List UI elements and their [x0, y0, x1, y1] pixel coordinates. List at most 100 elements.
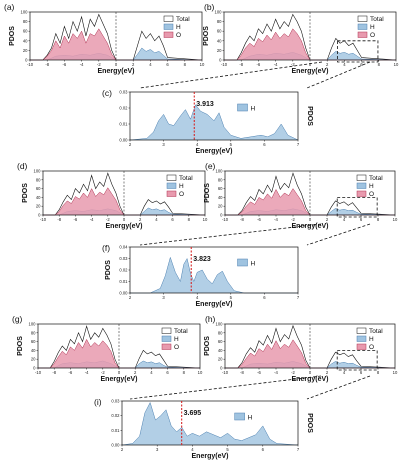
zoom-connector-b-left — [139, 61, 323, 89]
y-tick-b-0: 0 — [219, 58, 222, 63]
legend-swatch-h-0 — [356, 327, 367, 334]
legend-label-a-1: H — [176, 24, 181, 31]
y-tick-e-3: 60 — [218, 186, 223, 191]
x-tick-e-6: 2 — [326, 217, 329, 222]
x-tick-a-5: 0 — [115, 62, 118, 67]
x-tick-h-6: 2 — [326, 370, 329, 375]
legend-label-e-0: Total — [369, 175, 383, 182]
y-tick-h-0: 0 — [220, 366, 223, 371]
legend-swatch-h-1 — [356, 335, 367, 342]
x-tick-f-1: 3 — [162, 295, 165, 300]
x-tick-d-9: 8 — [188, 217, 191, 222]
x-tick-a-1: -8 — [45, 62, 49, 67]
y-tick-a-5: 100 — [21, 10, 29, 15]
x-tick-h-7: 4 — [343, 370, 346, 375]
x-tick-h-2: -6 — [257, 370, 261, 375]
x-tick-e-10: 10 — [393, 217, 398, 222]
x-tick-d-5: 0 — [123, 217, 126, 222]
x-axis-label-c: Energy(eV) — [196, 148, 233, 155]
x-tick-c-2: 4 — [196, 142, 199, 147]
series-o-line-g — [38, 338, 200, 369]
y-axis-label-h: PDOS — [204, 336, 211, 356]
y-tick-i-2: 0.02 — [111, 413, 120, 418]
y-tick-a-3: 60 — [23, 29, 28, 34]
panel-label-g: (g) — [12, 314, 23, 324]
series-total-line-a — [30, 13, 203, 61]
x-tick-h-4: -2 — [291, 370, 295, 375]
y-axis-label-g: PDOS — [17, 336, 24, 356]
x-tick-b-1: -8 — [239, 62, 243, 67]
x-axis-label-d: Energy(eV) — [106, 223, 143, 230]
legend-swatch-a-0 — [163, 15, 174, 22]
zoom-connector-e-left — [139, 223, 322, 246]
zoom-connectors — [129, 61, 371, 400]
x-tick-d-10: 10 — [203, 217, 208, 222]
y-tick-f-1: 0.01 — [119, 279, 128, 284]
panel-label-i: (i) — [94, 397, 102, 407]
x-tick-i-3: 5 — [226, 447, 229, 452]
x-tick-h-0: -10 — [222, 370, 229, 375]
y-tick-g-0: 0 — [33, 366, 36, 371]
x-tick-g-1: -8 — [52, 370, 56, 375]
series-h-line-i — [121, 401, 299, 446]
y-tick-a-4: 80 — [23, 19, 28, 24]
x-tick-a-3: -4 — [80, 62, 84, 67]
legend-label-g-2: O — [174, 344, 179, 351]
series-o-area-h — [225, 339, 395, 368]
series-total-line-h — [225, 324, 396, 369]
x-tick-e-2: -6 — [257, 217, 261, 222]
x-tick-h-3: -4 — [274, 370, 278, 375]
legend-label-d-0: Total — [179, 175, 193, 182]
y-axis-label-c: PDOS — [306, 106, 313, 126]
x-tick-d-6: 2 — [139, 217, 142, 222]
x-tick-f-3: 5 — [230, 295, 233, 300]
series-o-area-b — [224, 28, 396, 60]
y-axis-label-b: PDOS — [203, 26, 210, 46]
y-tick-i-3: 0.03 — [111, 399, 120, 404]
x-tick-e-4: -2 — [291, 217, 295, 222]
x-tick-a-9: 8 — [184, 62, 187, 67]
x-tick-b-8: 6 — [360, 62, 363, 67]
fermi-annotation-i: 3.695 — [184, 410, 202, 417]
x-tick-i-0: 2 — [121, 447, 124, 452]
y-tick-a-2: 40 — [23, 38, 28, 43]
x-tick-f-4: 6 — [263, 295, 266, 300]
series-o-line-e — [225, 188, 395, 216]
legend-swatch-b-0 — [357, 15, 368, 22]
y-tick-c-3: 0.03 — [119, 90, 128, 95]
x-tick-h-9: 8 — [377, 370, 380, 375]
zoom-connector-e-right — [306, 223, 371, 246]
legend-label-c-0: H — [251, 106, 256, 113]
series-h-area-i — [122, 402, 298, 445]
legend-swatch-g-0 — [161, 327, 172, 334]
x-tick-b-5: 0 — [309, 62, 312, 67]
x-tick-e-5: 0 — [309, 217, 312, 222]
y-tick-h-5: 100 — [216, 322, 224, 327]
legend-label-d-1: H — [179, 183, 184, 190]
series-total-line-e — [225, 172, 396, 216]
x-tick-e-9: 8 — [377, 217, 380, 222]
panel-label-b: (b) — [204, 2, 215, 12]
x-tick-c-1: 3 — [162, 142, 165, 147]
zoom-connector-h-right — [306, 375, 371, 400]
y-tick-g-2: 40 — [31, 348, 36, 353]
legend-label-g-0: Total — [174, 328, 188, 335]
x-axis-label-f: Energy(eV) — [196, 301, 233, 308]
y-tick-e-2: 40 — [218, 195, 223, 200]
series-o-line-d — [43, 187, 205, 216]
y-tick-g-3: 60 — [31, 339, 36, 344]
series-o-line-a — [30, 28, 202, 61]
series-o-line-h — [225, 339, 395, 369]
legend-swatch-f-0 — [237, 258, 248, 267]
x-tick-g-8: 6 — [166, 370, 169, 375]
x-tick-d-0: -10 — [40, 217, 47, 222]
legend-swatch-h-2 — [356, 343, 367, 350]
zoom-connector-b-right — [306, 61, 371, 89]
y-tick-d-3: 60 — [36, 186, 41, 191]
x-tick-f-5: 7 — [297, 295, 300, 300]
